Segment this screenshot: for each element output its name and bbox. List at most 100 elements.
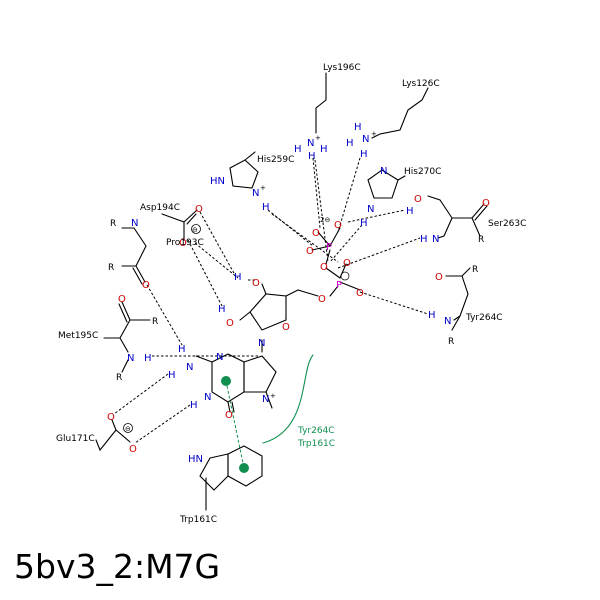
residue-lys196: Lys196C N + H H H (294, 63, 361, 162)
atom-h3-lys126: H (360, 149, 368, 160)
label-lys126: Lys126C (402, 79, 440, 89)
charge-ring-pa-m7g (340, 271, 350, 281)
atom-o4-m7g: O (282, 322, 290, 333)
charge-lys126: + (371, 130, 377, 138)
residue-asp194: Asp194C O O ⊖ (140, 203, 203, 249)
atom-o-bridge-m7g: O (320, 262, 328, 273)
atom-o5-m7g: O (318, 294, 326, 305)
atom-r1-tyr264: R (472, 265, 478, 275)
atom-h-o2-m7g: H (218, 304, 226, 315)
pi-centroid-m7g (221, 376, 231, 386)
label-asp194: Asp194C (140, 203, 180, 213)
atom-h2-ser263: H (420, 234, 428, 245)
atom-o-pb3-m7g: O (334, 220, 342, 231)
atom-h1-lys196: H (294, 144, 302, 155)
atom-o-pa2-m7g: O (343, 258, 351, 269)
atom-o-tyr264: O (435, 272, 443, 283)
atom-o-met195: O (118, 294, 126, 305)
atom-o1-asp194: O (195, 204, 203, 215)
charge-lys196: + (315, 134, 321, 142)
charge-n7-m7g: + (270, 392, 276, 400)
atom-o-pa1-m7g: O (356, 288, 364, 299)
charge-glu171: ⊖ (125, 425, 131, 433)
atom-n9-m7g: N (258, 338, 265, 349)
atom-n2-m7g: N (186, 362, 193, 373)
label-glu171: Glu171C (56, 434, 95, 444)
page-title: 5bv3_2:M7G (14, 547, 221, 586)
charge-asp194: ⊖ (192, 226, 198, 234)
atom-r2-met195: R (116, 373, 122, 383)
atom-h-his270: H (360, 218, 368, 229)
charge-pb-m7g: 2⊖ (320, 216, 330, 224)
charge-his259: + (260, 184, 266, 192)
atom-n3-m7g: N (216, 352, 223, 363)
atom-r2-pro193: R (108, 263, 114, 273)
atom-h3-lys196: H (308, 151, 316, 162)
atom-pb-m7g: P (326, 242, 332, 253)
atom-h1-n2-m7g: H (178, 344, 186, 355)
residue-glu171: Glu171C O O ⊖ (56, 412, 137, 455)
atom-n-ser263: N (432, 234, 439, 245)
label-met195: Met195C (58, 331, 98, 341)
atom-o2-asp194: O (179, 238, 187, 249)
atom-hn-his259: HN (210, 176, 225, 187)
ligand-m7g: N N N N + N H H H O O O H O H O P O O O … (168, 216, 364, 421)
atom-o1-glu171: O (107, 412, 115, 423)
residue-trp161: HN Trp161C (179, 445, 263, 525)
atom-h-o3-m7g: H (234, 272, 242, 283)
residue-his259: His259C HN N + H (210, 151, 294, 213)
residue-lys126: Lys126C N + H H H (346, 79, 440, 160)
atom-r1-pro193: R (110, 219, 116, 229)
atom-h-ser263: H (406, 206, 414, 217)
label-his270: His270C (404, 167, 441, 177)
label-lys196: Lys196C (323, 63, 361, 73)
label-ser263: Ser263C (488, 219, 526, 229)
atom-o3-m7g: O (252, 278, 260, 289)
atom-n-met195: N (127, 353, 134, 364)
atom-n7-m7g: N (262, 394, 269, 405)
label-pro193: Pro193C (166, 238, 204, 248)
pi-label-trp161: Trp161C (297, 439, 335, 449)
atom-h-met195: H (144, 353, 152, 364)
residue-tyr264: Tyr264C O R N H R (428, 265, 503, 347)
label-his259: His259C (257, 155, 294, 165)
atom-r2-tyr264: R (448, 337, 454, 347)
atom-o2-ser263: O (482, 198, 490, 209)
atom-r-ser263: R (478, 235, 484, 245)
atom-n1-m7g: N (204, 392, 211, 403)
atom-o6-m7g: O (225, 410, 233, 421)
atom-pa-m7g: P (336, 280, 342, 291)
label-tyr264: Tyr264C (465, 313, 503, 323)
hydrogen-bonds (113, 157, 429, 444)
atom-hn-trp161: HN (188, 454, 203, 465)
atom-o-pb1-m7g: O (306, 246, 314, 257)
atom-o-pb2-m7g: O (312, 228, 320, 239)
pi-centroid-trp161 (239, 463, 249, 473)
residue-pro193: Pro193C R N R O (108, 218, 204, 291)
atom-n1-his270: N (380, 166, 387, 177)
atom-h2-lys126: H (346, 138, 354, 149)
atom-o2-glu171: O (129, 444, 137, 455)
atom-n2-his270: N (367, 204, 374, 215)
residue-met195: Met195C O R N H R (58, 294, 158, 383)
atom-n-pro193: N (131, 218, 138, 229)
atom-n-lys196: N (307, 138, 314, 149)
atom-n-his259: N (252, 188, 259, 199)
atom-o-pro193: O (142, 280, 150, 291)
atom-n-tyr264: N (444, 316, 451, 327)
atom-r1-met195: R (152, 317, 158, 327)
atom-h2-lys196: H (320, 144, 328, 155)
atom-h1-lys126: H (354, 122, 362, 133)
residue-his270: His270C N N H (360, 166, 441, 229)
charge-ring-glu171 (123, 423, 133, 433)
atom-h-tyr264: H (428, 310, 436, 321)
atom-n-lys126: N (362, 134, 369, 145)
atom-h-n1-m7g: H (190, 400, 198, 411)
atom-o2-m7g: O (226, 318, 234, 329)
atom-h-his259: H (262, 202, 270, 213)
residue-ser263: Ser263C O H O N H R (406, 194, 526, 245)
atom-o-ser263: O (414, 194, 422, 205)
atom-h2-n2-m7g: H (168, 370, 176, 381)
